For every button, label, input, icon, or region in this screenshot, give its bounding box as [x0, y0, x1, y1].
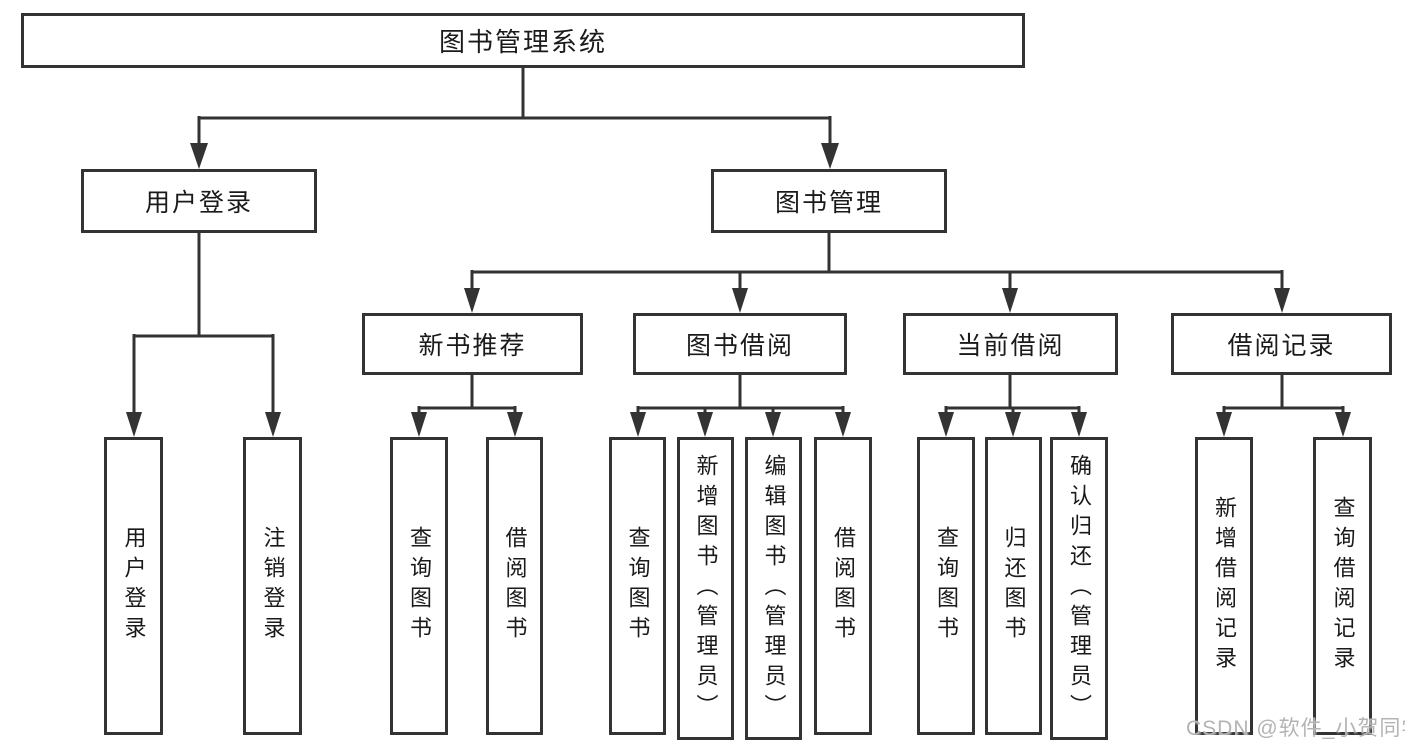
leaf-label: 查询借阅记录: [1330, 496, 1356, 676]
leaf-label: 新增图书（管理员）: [693, 453, 719, 724]
node-label: 图书管理: [774, 189, 883, 217]
leaf-edit-books-admin: 编辑图书（管理员）: [745, 437, 802, 740]
edge-book-mgmt-split: [470, 233, 1284, 294]
edge-user-login-split: [132, 233, 275, 418]
node-current-borrowing: 当前借阅: [903, 313, 1118, 375]
leaf-label: 查询图书: [625, 526, 651, 646]
node-label: 图书管理系统: [438, 27, 607, 57]
node-label: 新书推荐: [418, 332, 527, 360]
csdn-watermark: CSDN @软件_小贺同学: [1186, 717, 1405, 740]
leaf-label: 确认归还（管理员）: [1067, 453, 1092, 724]
leaf-label: 查询图书: [407, 526, 432, 646]
node-label: 当前借阅: [956, 332, 1065, 360]
leaf-return-books: 归还图书: [985, 437, 1042, 735]
leaf-label: 查询图书: [934, 526, 959, 646]
leaf-label: 归还图书: [1001, 526, 1027, 646]
leaf-query-borrow-record: 查询借阅记录: [1313, 437, 1372, 735]
node-label: 图书借阅: [685, 332, 794, 360]
edge-current-borrow-split: [944, 375, 1081, 416]
leaf-borrow-books-recommend: 借阅图书: [486, 437, 543, 735]
leaf-label: 用户登录: [121, 526, 147, 646]
leaf-label: 借阅图书: [502, 526, 528, 646]
node-library-management-system: 图书管理系统: [21, 13, 1025, 68]
edge-new-book-split: [417, 375, 517, 416]
node-user-login: 用户登录: [81, 169, 317, 233]
leaf-user-login: 用户登录: [104, 437, 163, 735]
arrowheads: [126, 143, 1351, 437]
edge-book-borrow-split: [636, 375, 845, 416]
edge-borrow-record-split: [1222, 375, 1345, 416]
leaf-label: 新增借阅记录: [1212, 496, 1237, 676]
node-new-book-recommend: 新书推荐: [362, 313, 583, 375]
node-book-management: 图书管理: [711, 169, 947, 233]
node-label: 用户登录: [144, 189, 253, 217]
leaf-label: 注销登录: [260, 526, 286, 646]
leaf-label: 编辑图书（管理员）: [761, 453, 787, 724]
leaf-logout: 注销登录: [243, 437, 302, 735]
node-borrowing-records: 借阅记录: [1171, 313, 1392, 375]
leaf-add-borrow-record: 新增借阅记录: [1195, 437, 1253, 735]
node-label: 借阅记录: [1227, 332, 1336, 360]
edge-root-split: [197, 68, 832, 148]
leaf-add-books-admin: 新增图书（管理员）: [677, 437, 734, 740]
leaf-query-books-current: 查询图书: [917, 437, 975, 735]
leaf-query-books-borrowing: 查询图书: [609, 437, 666, 735]
leaf-query-books-recommend: 查询图书: [390, 437, 448, 735]
leaf-confirm-return-admin: 确认归还（管理员）: [1050, 437, 1108, 740]
leaf-label: 借阅图书: [831, 526, 856, 646]
leaf-borrow-books-borrowing: 借阅图书: [814, 437, 872, 735]
node-book-borrowing: 图书借阅: [633, 313, 847, 375]
